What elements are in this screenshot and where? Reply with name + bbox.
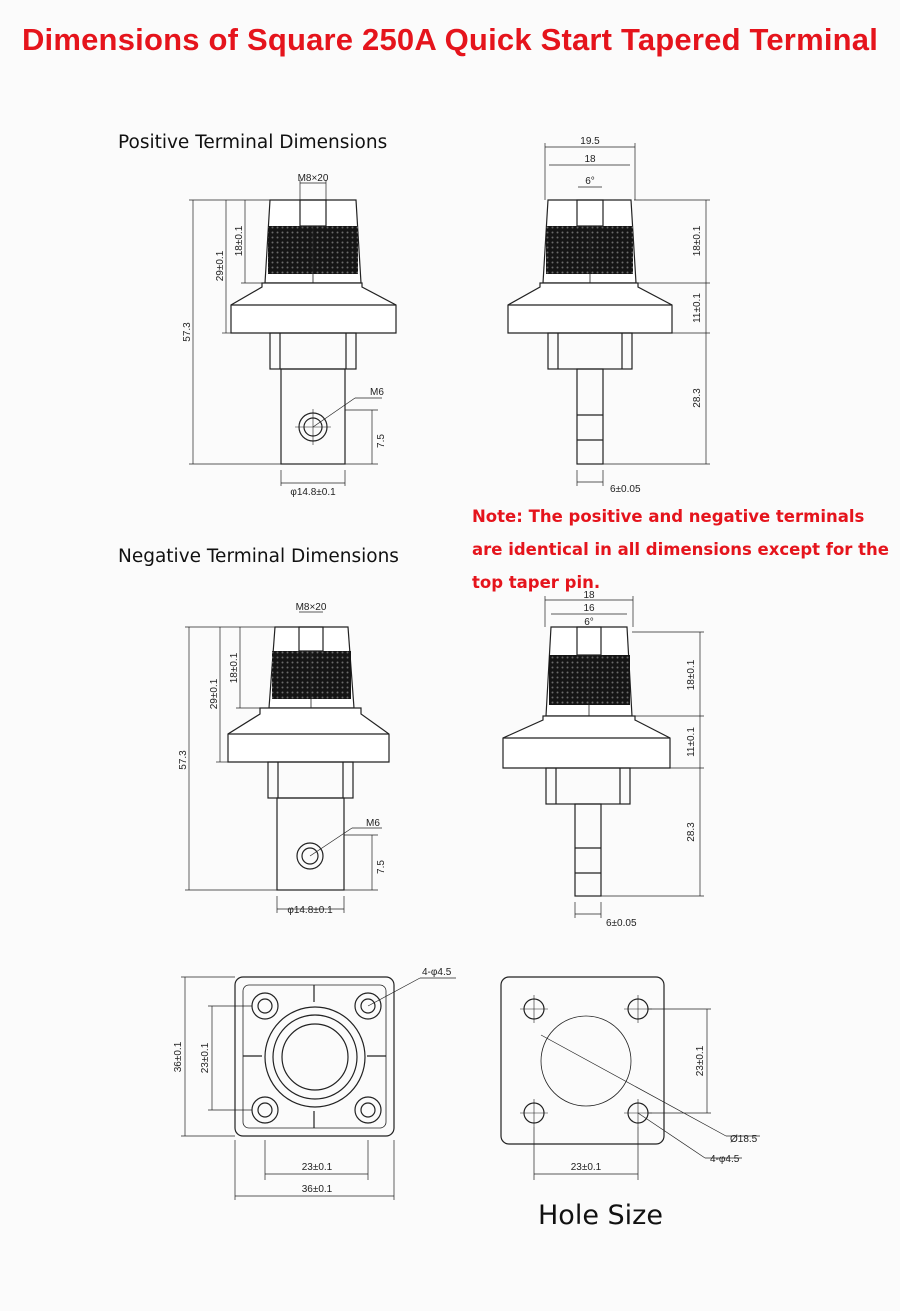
pos-thread-dim: M6: [370, 387, 384, 398]
pos-d2-dim: 29±0.1: [215, 250, 226, 281]
pos-side-h2: 11±0.1: [692, 293, 703, 323]
pos-side-taper: 6°: [585, 176, 595, 187]
flange-inner-h-dim: 23±0.1: [200, 1042, 211, 1073]
pos-height-dim: 57.3: [182, 322, 193, 342]
neg-d2-dim: 29±0.1: [209, 678, 220, 709]
neg-height-dim: 57.3: [178, 750, 189, 770]
positive-label: Positive Terminal Dimensions: [118, 132, 388, 153]
neg-side-h3: 28.3: [686, 822, 697, 842]
pos-d1-dim: 18±0.1: [234, 225, 245, 256]
neg-thread-dim: M6: [366, 818, 380, 829]
flange-inner-dim: 23±0.1: [302, 1162, 333, 1173]
neg-d1-dim: 18±0.1: [229, 652, 240, 683]
pos-side-w2: 18: [584, 154, 596, 165]
neg-d4-dim: 7.5: [376, 860, 387, 874]
positive-front-view: [230, 199, 397, 465]
negative-front-view: [227, 626, 390, 891]
negative-label: Negative Terminal Dimensions: [118, 546, 399, 567]
flange-top-view: [234, 976, 395, 1137]
hole-pattern-dims: [533, 1008, 760, 1180]
hole-inner-w-dim: 23±0.1: [571, 1162, 602, 1173]
page-title: Dimensions of Square 250A Quick Start Ta…: [21, 22, 879, 57]
hole-size-label: Hole Size: [538, 1200, 663, 1231]
flange-holes-dim: 4-φ4.5: [422, 967, 452, 978]
flange-outer-h-dim: 36±0.1: [173, 1041, 184, 1072]
pos-width-dim: φ14.8±0.1: [290, 487, 336, 498]
neg-side-h1: 18±0.1: [686, 659, 697, 690]
positive-side-dims: [544, 143, 710, 486]
positive-side-view: [507, 199, 673, 465]
negative-side-dims: [544, 596, 704, 918]
hole-center-dim: Ø18.5: [730, 1134, 758, 1145]
neg-side-pin: 6±0.05: [606, 918, 637, 929]
flange-dims: [181, 976, 456, 1200]
note-text: Note: The positive and negative terminal…: [472, 507, 889, 592]
pos-d4-dim: 7.5: [376, 434, 387, 448]
positive-front-dims: [189, 180, 382, 486]
neg-side-h2: 11±0.1: [686, 727, 697, 757]
hole-holes-dim: 4-φ4.5: [710, 1154, 740, 1165]
neg-side-w2: 16: [583, 603, 595, 614]
hole-pattern-view: [500, 976, 665, 1145]
hole-inner-h-dim: 23±0.1: [695, 1045, 706, 1076]
neg-width-dim: φ14.8±0.1: [287, 905, 333, 916]
pos-mtop-dim: M8×20: [298, 173, 329, 184]
negative-side-view: [502, 626, 671, 897]
pos-side-h3: 28.3: [692, 388, 703, 408]
pos-side-w1: 19.5: [580, 136, 600, 147]
neg-side-w1: 18: [583, 590, 595, 601]
neg-side-taper: 6°: [584, 617, 594, 628]
flange-side-dim: 36±0.1: [302, 1184, 333, 1195]
pos-side-pin: 6±0.05: [610, 484, 641, 495]
neg-mtop-dim: M8×20: [296, 602, 327, 613]
pos-side-h1: 18±0.1: [692, 225, 703, 256]
negative-front-dims: [185, 611, 382, 913]
